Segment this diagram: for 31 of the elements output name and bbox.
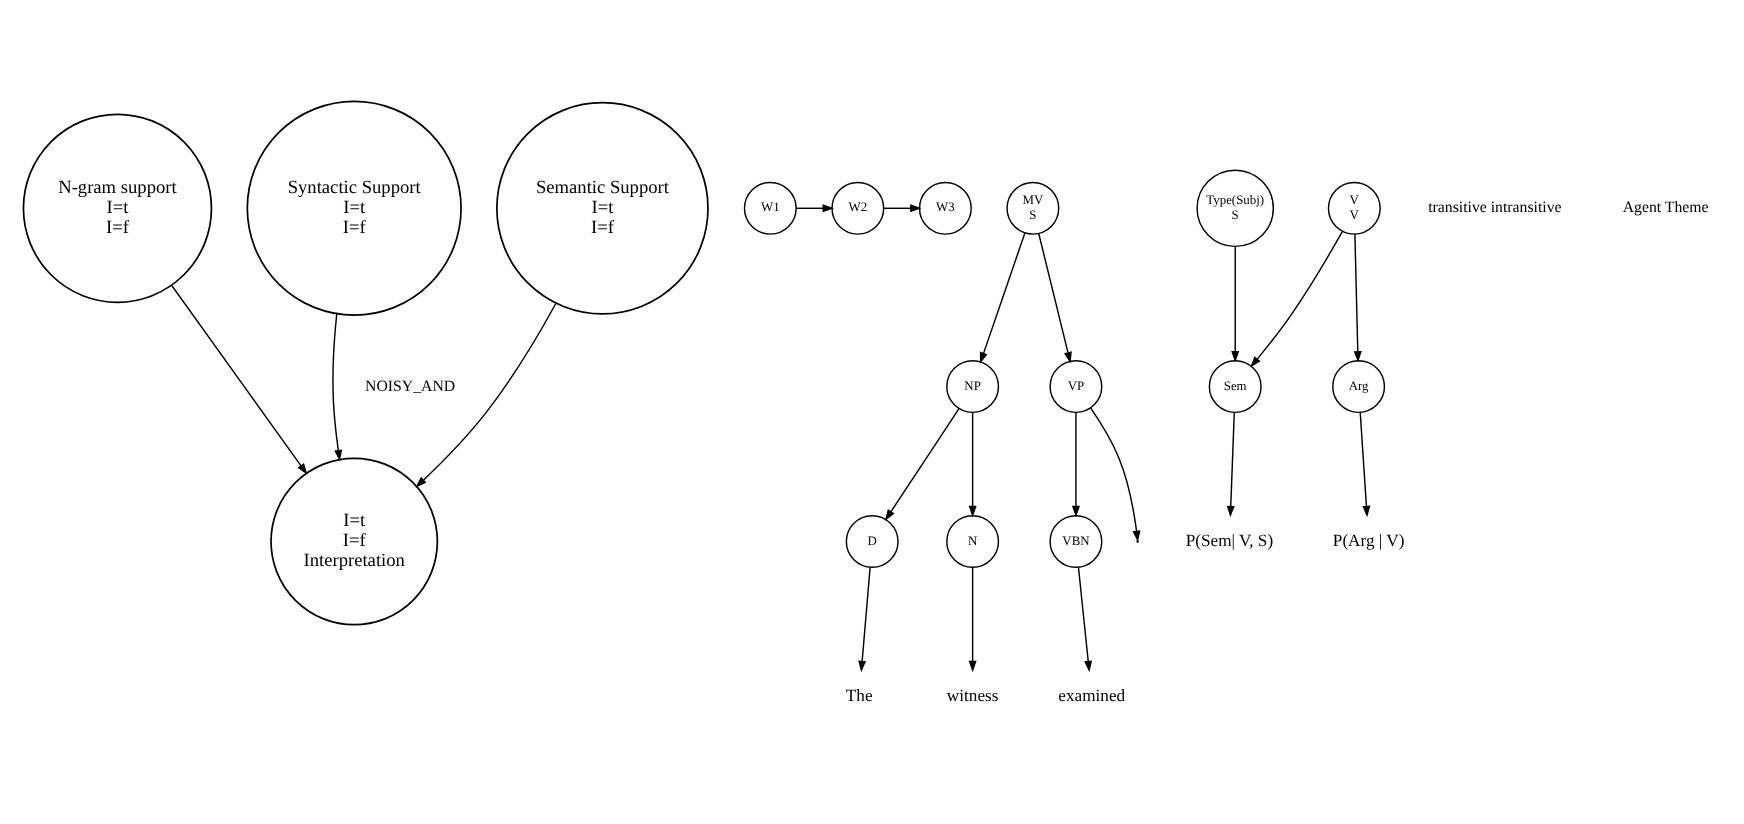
node-text: P(Sem| V, S) xyxy=(1185,529,1274,550)
label: NOISY_AND xyxy=(365,376,456,395)
arrow xyxy=(979,232,1026,364)
node-text: witness xyxy=(946,684,999,705)
node-circle: Syntactic Support I=t I=f xyxy=(246,100,462,317)
arrow xyxy=(1038,233,1072,364)
arrow xyxy=(415,302,557,488)
arrow xyxy=(858,566,871,673)
arrow xyxy=(1359,411,1371,518)
arrow xyxy=(1231,245,1240,363)
arrow xyxy=(1353,233,1362,363)
arrow xyxy=(883,204,922,213)
arrow xyxy=(1089,407,1141,543)
arrow xyxy=(968,411,977,518)
node-circle: I=t I=f Interpretation xyxy=(270,457,439,626)
label: transitive intransitive xyxy=(1428,198,1562,217)
arrow xyxy=(1250,230,1343,368)
arrow xyxy=(1071,411,1080,518)
arrow xyxy=(1226,411,1235,518)
arrow xyxy=(968,566,977,673)
node-text: examined xyxy=(1058,684,1126,705)
node-circle: N-gram support I=t I=f xyxy=(22,113,213,304)
node-text: P(Arg | V) xyxy=(1332,529,1405,550)
node-text: The xyxy=(845,684,873,705)
arrow xyxy=(171,284,308,475)
label: Agent Theme xyxy=(1622,198,1709,217)
arrow xyxy=(332,313,343,462)
arrow xyxy=(884,408,960,521)
arrow xyxy=(795,204,835,213)
node-circle: Semantic Support I=t I=f xyxy=(496,101,709,315)
arrow xyxy=(1077,566,1093,673)
